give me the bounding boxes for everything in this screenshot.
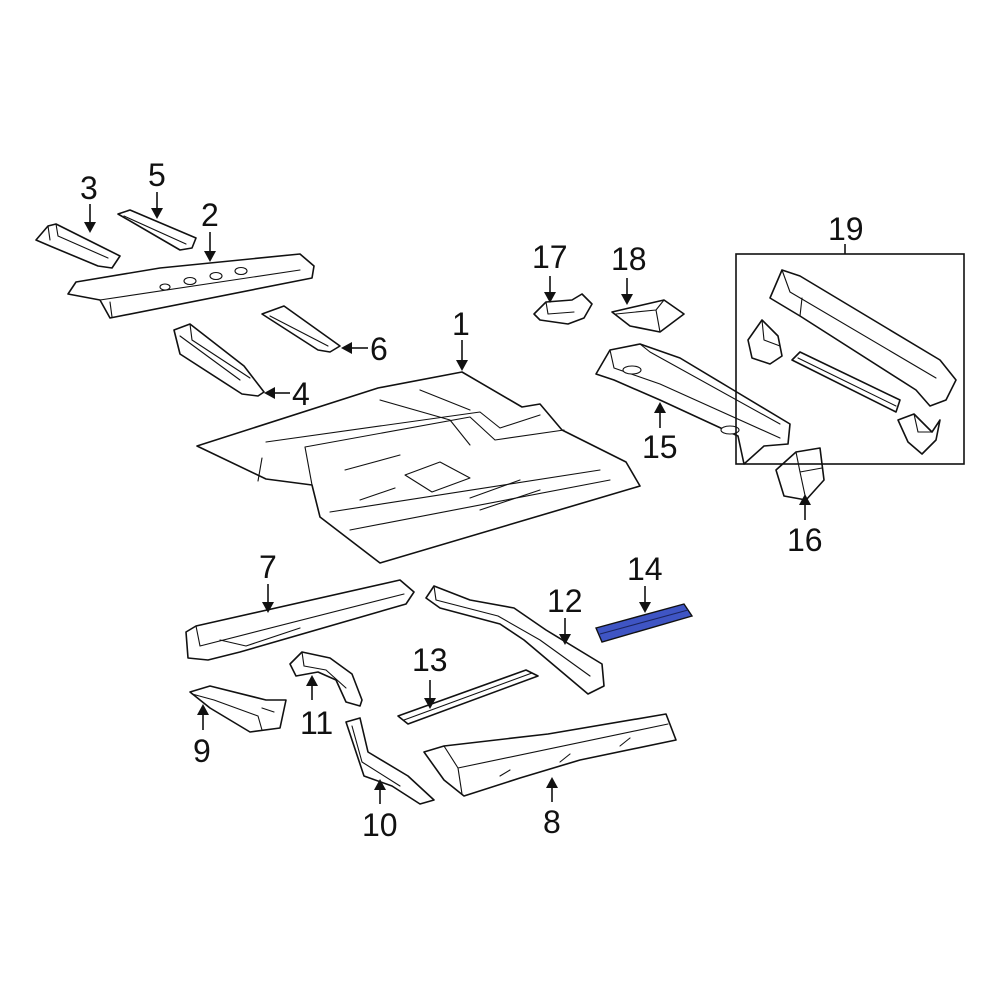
callout-15: 15 — [642, 429, 678, 465]
callout-7: 7 — [259, 549, 277, 585]
arrow-14 — [639, 586, 651, 613]
part-2-crossmember[interactable] — [67, 253, 315, 319]
arrow-1 — [456, 340, 468, 371]
part-14-highlighted-rail[interactable] — [595, 603, 694, 643]
part-3-bracket[interactable] — [35, 223, 121, 269]
arrow-18 — [621, 278, 633, 305]
arrow-11 — [306, 675, 318, 700]
part-11-wheelhouse-bracket[interactable] — [289, 651, 363, 707]
part-19b-bracket[interactable] — [747, 319, 783, 365]
arrow-2 — [204, 232, 216, 262]
arrow-15 — [654, 402, 666, 428]
arrow-7 — [262, 584, 274, 613]
callout-9: 9 — [193, 733, 211, 769]
part-17-bracket[interactable] — [533, 293, 593, 325]
arrow-12 — [559, 618, 571, 645]
callout-10: 10 — [362, 807, 398, 843]
part-12-side-member[interactable] — [425, 585, 605, 695]
callout-2: 2 — [201, 197, 219, 233]
part-15-rear-floor-member[interactable] — [595, 343, 791, 465]
part-19c-rail[interactable] — [791, 351, 901, 413]
part-7-rocker[interactable] — [185, 579, 415, 661]
part-19a-long-member[interactable] — [769, 269, 957, 407]
callout-11: 11 — [300, 705, 333, 741]
part-9-bracket[interactable] — [189, 685, 287, 733]
arrow-9 — [197, 704, 209, 730]
callout-19: 19 — [828, 211, 864, 247]
callout-6: 6 — [370, 331, 388, 367]
part-4-bracket[interactable] — [173, 323, 265, 397]
part-18-bracket[interactable] — [611, 299, 685, 333]
arrow-10 — [374, 779, 386, 804]
part-13-rail[interactable] — [397, 669, 539, 725]
callout-12: 12 — [547, 583, 583, 619]
part-10-bracket[interactable] — [345, 717, 435, 805]
arrow-13 — [424, 680, 436, 709]
callout-3: 3 — [80, 170, 98, 206]
arrow-16 — [799, 494, 811, 520]
callout-13: 13 — [412, 642, 448, 678]
arrow-5 — [151, 192, 163, 219]
arrow-6 — [341, 342, 368, 354]
arrow-3 — [84, 204, 96, 233]
arrow-8 — [546, 777, 558, 802]
part-6-reinforcement[interactable] — [261, 305, 341, 353]
callout-8: 8 — [543, 804, 561, 840]
callout-16: 16 — [787, 522, 823, 558]
callout-4: 4 — [292, 376, 310, 412]
arrow-17 — [544, 276, 556, 303]
callout-17: 17 — [532, 239, 568, 275]
callout-18: 18 — [611, 241, 647, 277]
part-5-bracket[interactable] — [117, 209, 197, 251]
arrow-4 — [264, 387, 290, 399]
part-1-floor-pan[interactable] — [196, 371, 641, 564]
part-19d-bracket[interactable] — [897, 413, 941, 455]
part-16-bracket[interactable] — [775, 447, 825, 501]
callout-14: 14 — [627, 551, 663, 587]
group-19-box[interactable] — [735, 253, 965, 465]
callout-1: 1 — [452, 306, 470, 342]
part-8-rocker-panel[interactable] — [423, 713, 677, 797]
callout-5: 5 — [148, 157, 166, 193]
